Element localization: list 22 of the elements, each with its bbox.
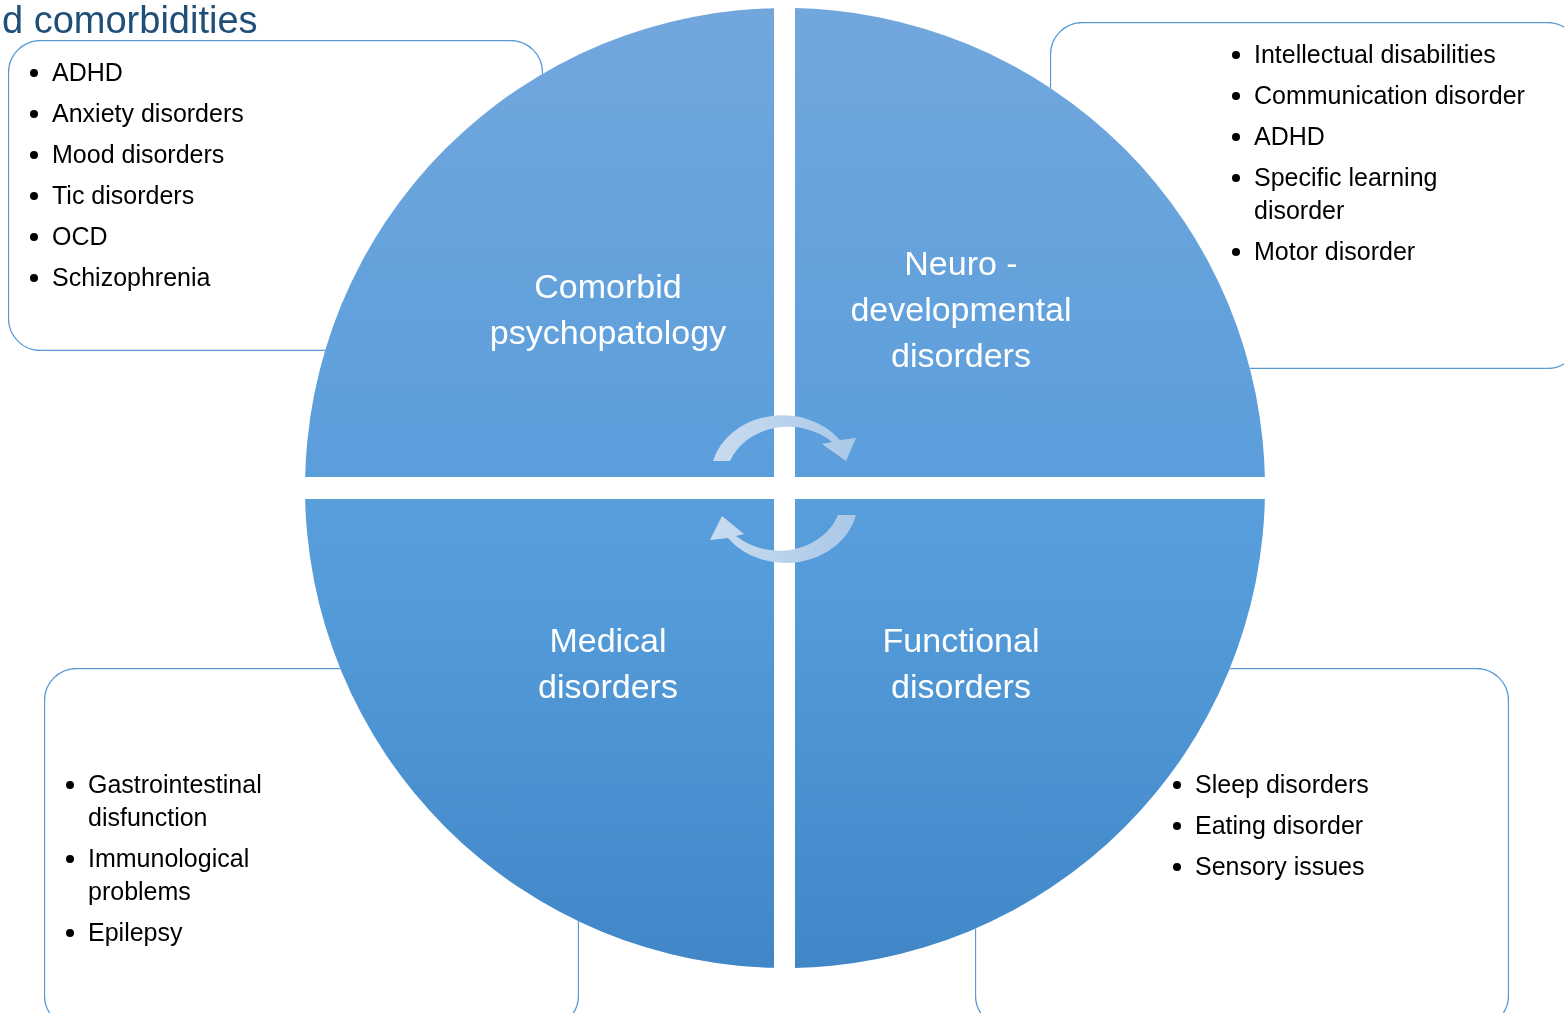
quadrant-title: Functional disorders — [881, 620, 1041, 707]
list-item: Mood disorders — [52, 140, 225, 168]
list-item: Immunological problems — [88, 844, 250, 905]
list-item: Eating disorder — [1195, 811, 1364, 839]
list-item: Tic disorders — [52, 181, 195, 209]
list-item: Intellectual disabilities — [1254, 40, 1496, 68]
list-item: Specific learning disorder — [1254, 163, 1438, 224]
list-item: Sleep disorders — [1195, 770, 1369, 798]
list-item: Motor disorder — [1254, 237, 1416, 265]
list-item: Sensory issues — [1195, 852, 1365, 880]
list-item: Communication disorder — [1254, 81, 1525, 109]
list-item: Schizophrenia — [52, 263, 211, 291]
list-item: Anxiety disorders — [52, 99, 244, 127]
list-item: ADHD — [52, 58, 123, 86]
quadrant-title: Neuro - developmental disorders — [849, 243, 1073, 376]
title: d comorbidities — [2, 0, 258, 40]
list-item: OCD — [52, 222, 108, 250]
quadrant-title: Medical disorders — [537, 620, 679, 707]
list-item: Gastrointestinal disfunction — [88, 770, 262, 831]
quadrant-title: Comorbid psychopatology — [488, 266, 728, 353]
list-item: Epilepsy — [88, 918, 183, 946]
list-item: ADHD — [1254, 122, 1325, 150]
